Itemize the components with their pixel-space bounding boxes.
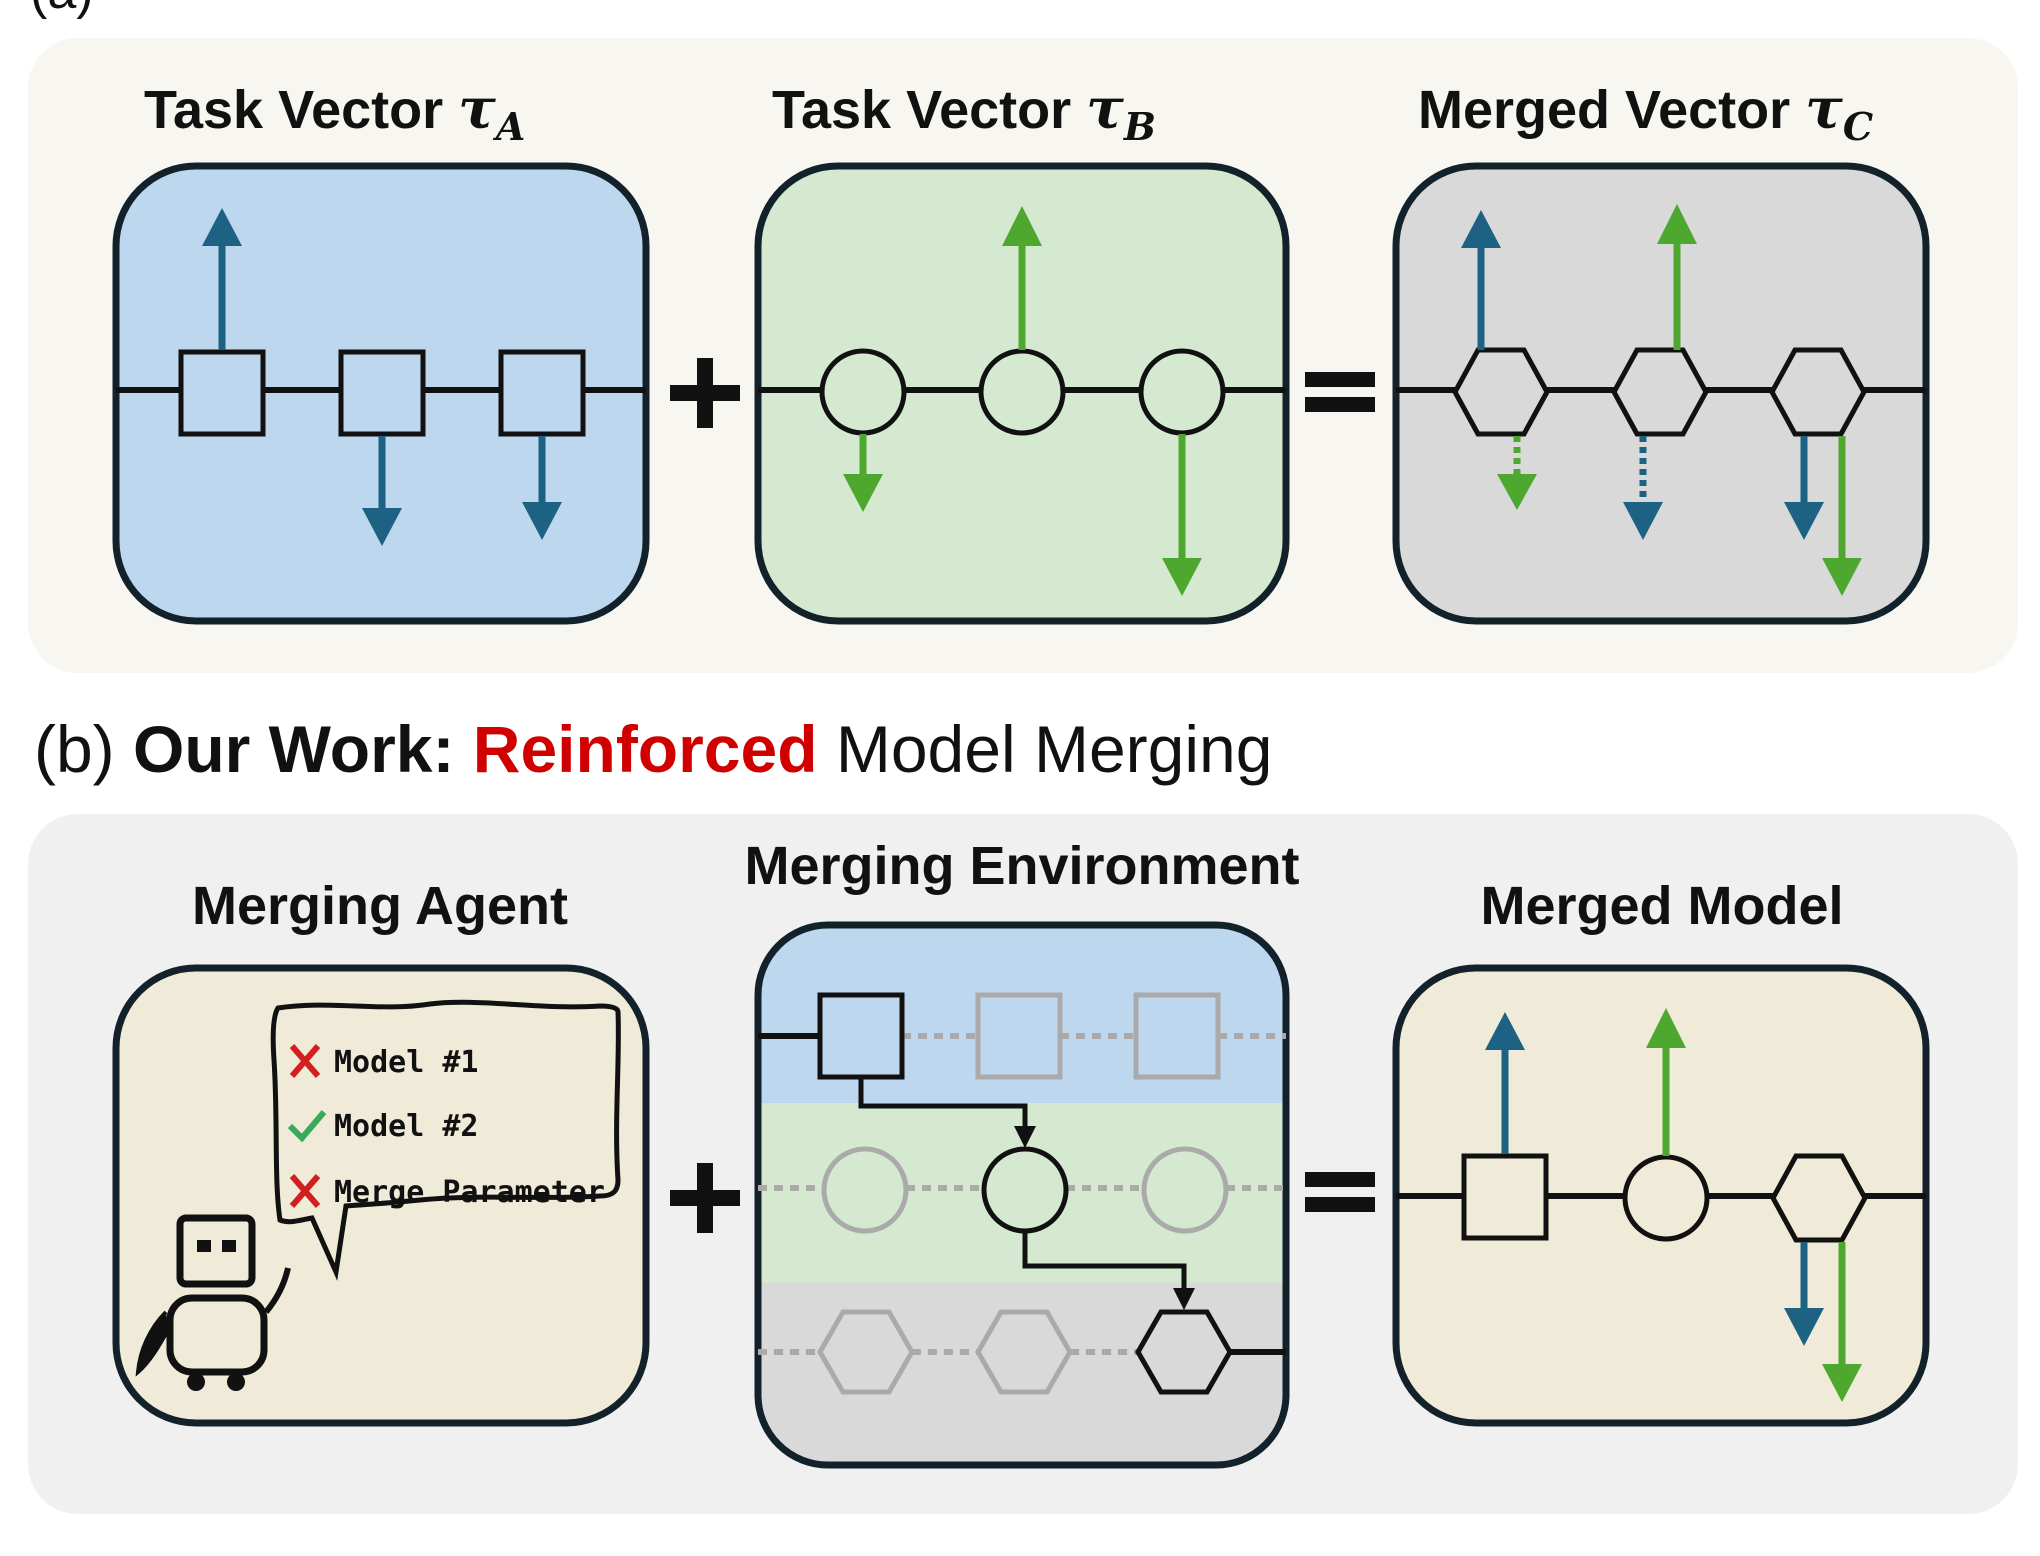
merged-model-title: Merged Model xyxy=(1480,876,1843,936)
arrow-down-icon xyxy=(1173,1288,1195,1310)
speech-bubble xyxy=(270,999,621,1281)
check-icon xyxy=(287,1110,327,1143)
arrow-up-icon xyxy=(202,208,242,246)
square-node xyxy=(817,992,905,1080)
arrow-down-icon xyxy=(1784,1308,1824,1346)
square-node xyxy=(1461,1153,1549,1241)
arrow-up-icon xyxy=(1485,1012,1525,1050)
task-vector-b-panel xyxy=(754,162,1290,625)
arrow-down-icon xyxy=(1623,502,1663,540)
circle-node xyxy=(1141,1146,1229,1234)
circle-node xyxy=(978,348,1066,436)
merging-agent-panel: Model #1 Model #2 Merge Parameter xyxy=(112,964,650,1427)
section-a-label: (a) xyxy=(30,0,94,20)
arrow-up-icon xyxy=(1646,1008,1686,1048)
merging-environment-panel xyxy=(754,921,1290,1469)
arrow-down-icon xyxy=(1784,502,1824,540)
circle-node xyxy=(1622,1154,1710,1242)
hexagon-node xyxy=(1770,1153,1868,1243)
arrow-down-icon xyxy=(1822,1364,1862,1402)
arrow-down-icon xyxy=(362,508,402,546)
task-vector-a-panel xyxy=(112,162,650,625)
panel-b-title: Task Vector τB xyxy=(772,76,1156,149)
hexagon-node xyxy=(1769,347,1867,437)
merged-model-panel xyxy=(1392,964,1930,1427)
square-node xyxy=(498,349,586,437)
speech-item-merge-parameter: Merge Parameter xyxy=(334,1175,605,1210)
plus-sign xyxy=(670,358,740,428)
hexagon-node xyxy=(975,1309,1073,1395)
panel-c-title: Merged Vector τC xyxy=(1418,76,1873,149)
merging-agent-title: Merging Agent xyxy=(192,876,568,936)
speech-item-model-1: Model #1 xyxy=(334,1045,479,1080)
hexagon-node xyxy=(817,1309,915,1395)
arrow-up-icon xyxy=(1461,210,1501,248)
circle-node xyxy=(819,348,907,436)
equals-sign xyxy=(1305,1172,1375,1212)
arrow-up-icon xyxy=(1002,206,1042,246)
cross-icon xyxy=(289,1044,321,1078)
square-node xyxy=(338,349,426,437)
arrow-up-icon xyxy=(1657,204,1697,244)
square-node xyxy=(975,992,1063,1080)
square-node xyxy=(178,349,266,437)
plus-sign xyxy=(670,1163,740,1233)
circle-node xyxy=(981,1146,1069,1234)
speech-item-model-2: Model #2 xyxy=(334,1109,479,1144)
selection-path xyxy=(1022,1231,1187,1290)
arrow-down-icon xyxy=(843,474,883,512)
equals-sign xyxy=(1305,372,1375,412)
arrow-down-icon xyxy=(1162,558,1202,596)
selection-path xyxy=(858,1077,1028,1130)
merged-vector-panel xyxy=(1392,162,1930,625)
merging-environment-title: Merging Environment xyxy=(744,836,1299,896)
robot-icon xyxy=(135,1214,291,1391)
arrow-down-icon xyxy=(1014,1126,1036,1148)
hexagon-node xyxy=(1611,347,1709,437)
section-b-heading: (b) Our Work: Reinforced Model Merging xyxy=(34,712,1272,786)
circle-node xyxy=(821,1146,909,1234)
arrow-down-icon xyxy=(1822,558,1862,596)
cross-icon xyxy=(289,1174,321,1208)
panel-a-title: Task Vector τA xyxy=(144,76,525,149)
arrow-down-icon xyxy=(1497,474,1537,510)
hexagon-node xyxy=(1452,347,1550,437)
square-node xyxy=(1133,992,1221,1080)
arrow-down-icon xyxy=(522,502,562,540)
circle-node xyxy=(1138,348,1226,436)
hexagon-node xyxy=(1135,1309,1233,1395)
